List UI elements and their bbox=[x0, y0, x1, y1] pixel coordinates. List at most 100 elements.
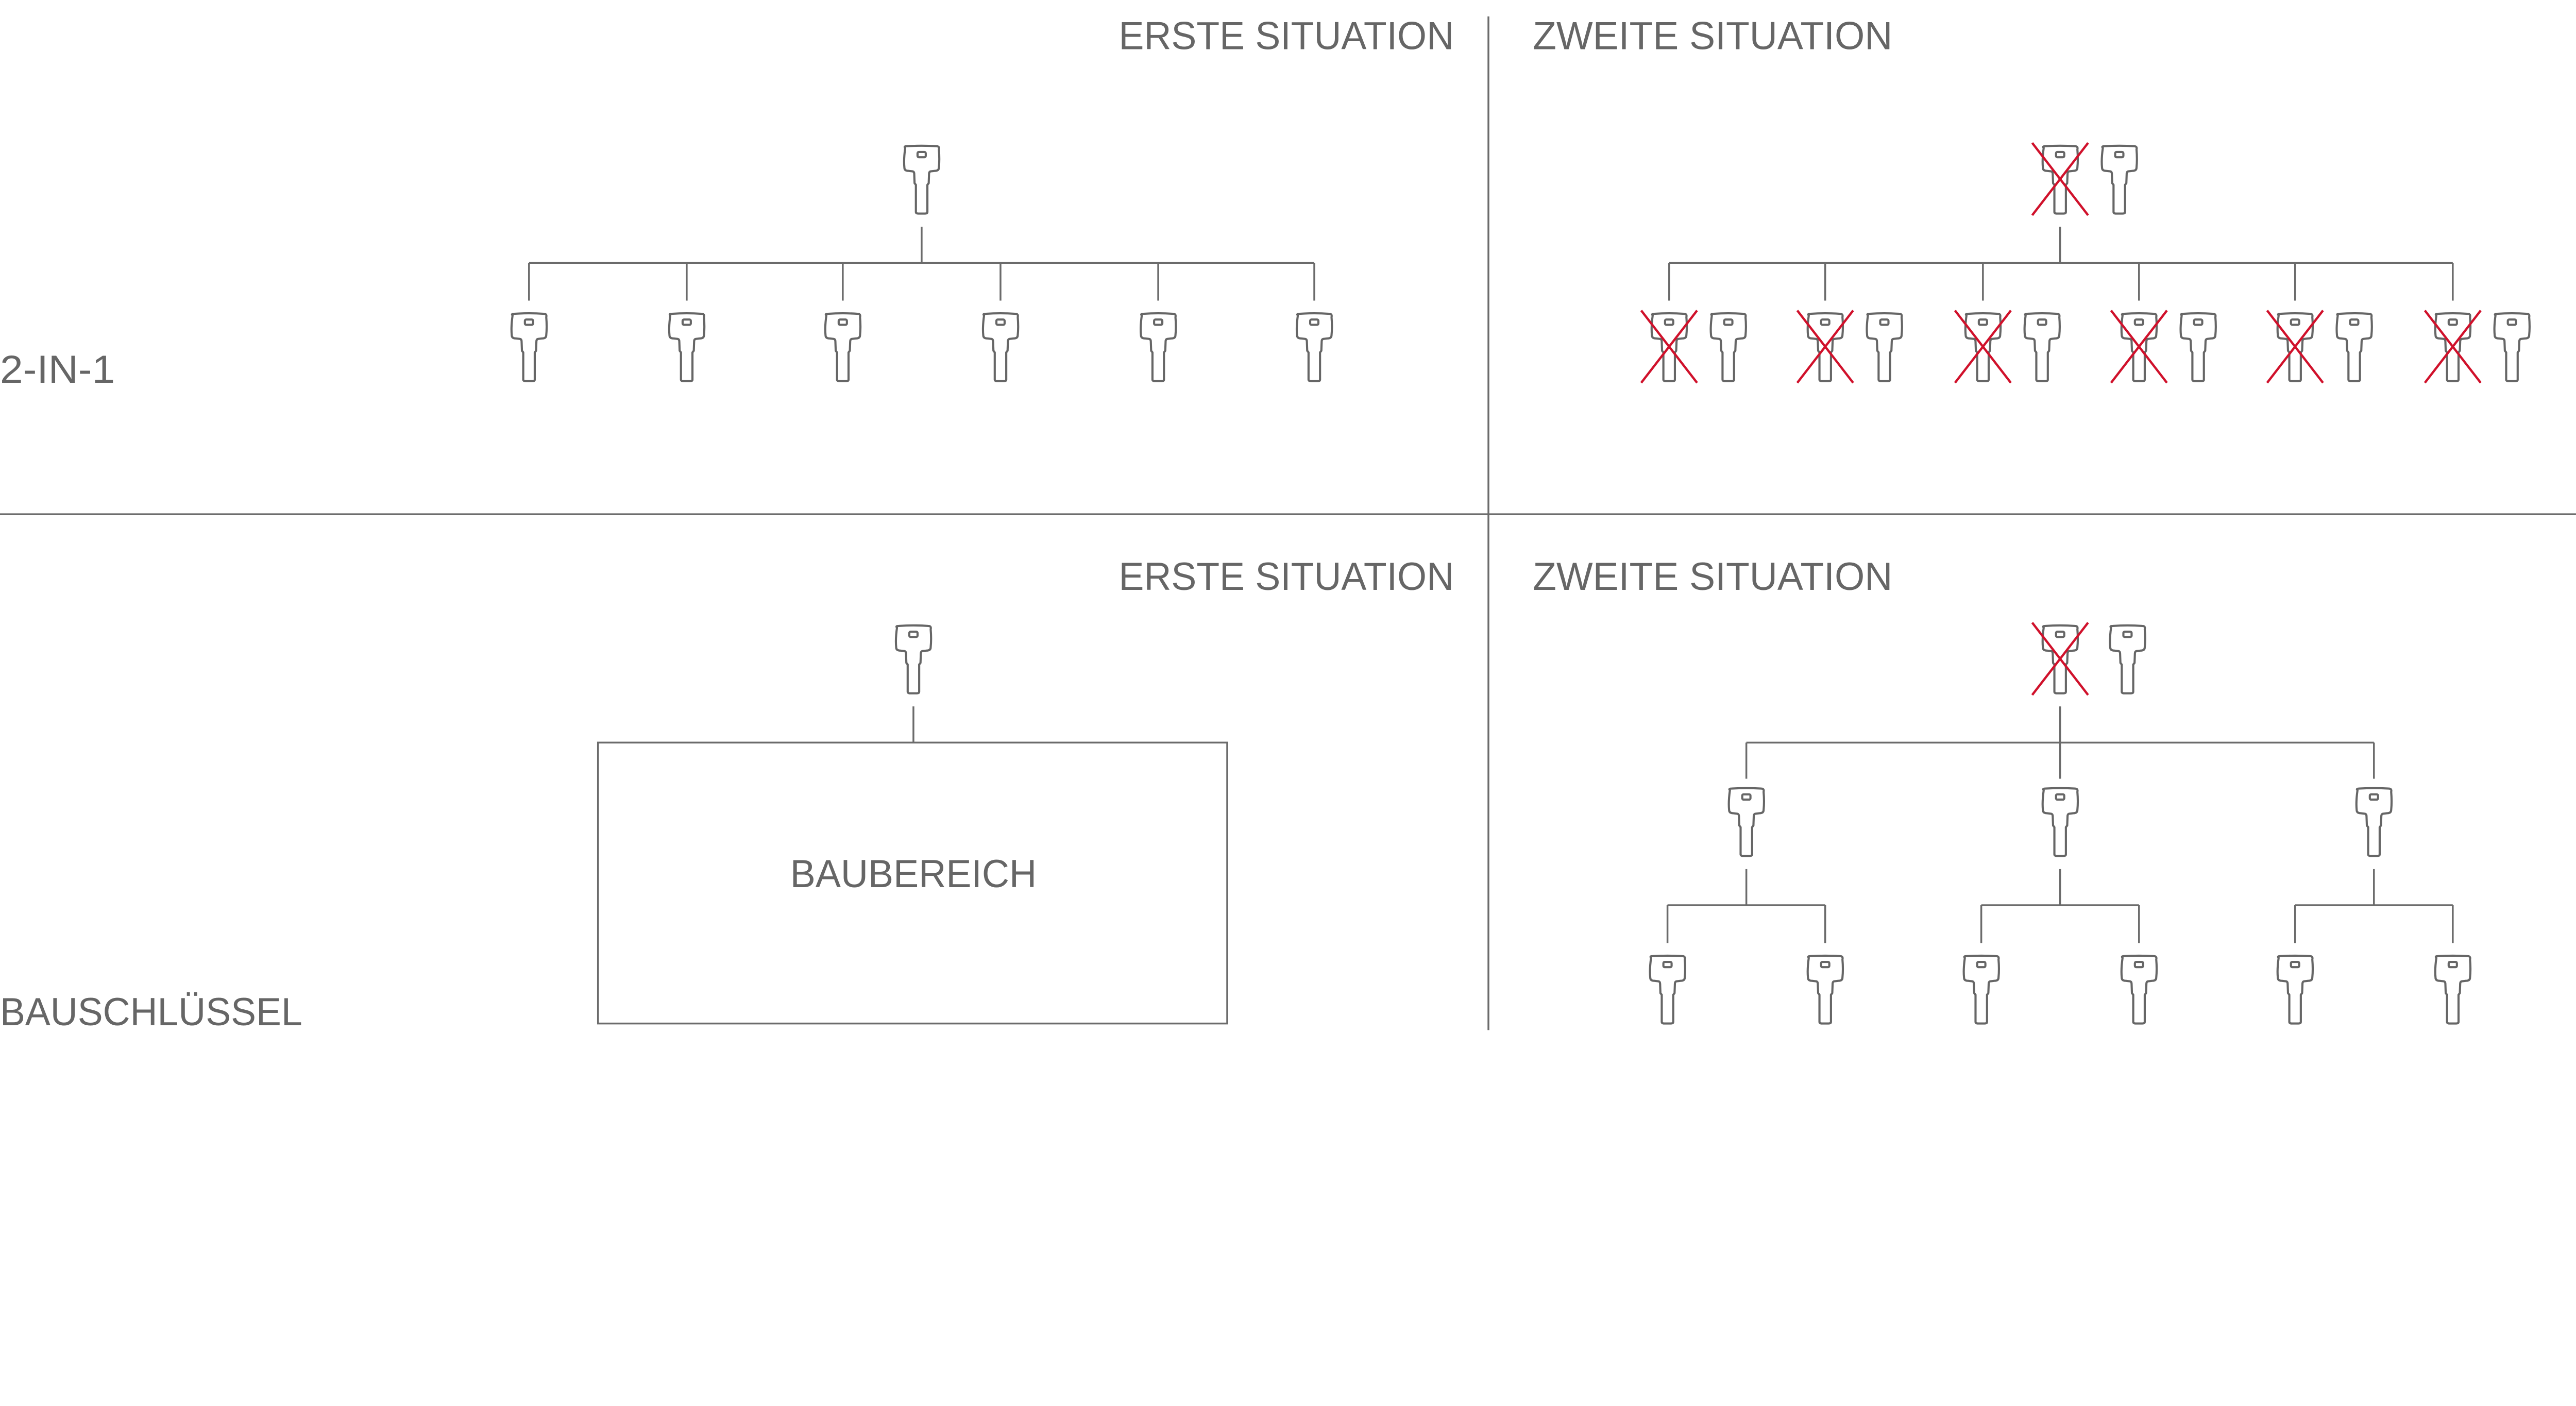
key-slot bbox=[908, 631, 919, 638]
key-icon bbox=[1962, 954, 2001, 1025]
key-icon bbox=[1709, 312, 1747, 382]
key-icon bbox=[903, 144, 941, 215]
invalid-key-icon bbox=[2110, 310, 2168, 384]
key-icon bbox=[2023, 312, 2061, 382]
key-icon bbox=[510, 312, 548, 382]
cross-icon bbox=[2266, 310, 2324, 384]
key-slot bbox=[2506, 318, 2517, 326]
key-icon bbox=[2109, 624, 2146, 694]
key-icon bbox=[1727, 787, 1766, 857]
key-slot bbox=[1662, 960, 1673, 969]
key-icon bbox=[668, 312, 706, 382]
key-icon bbox=[2109, 624, 2146, 694]
invalid-key-icon bbox=[2424, 310, 2482, 384]
second-situation-title-bottom: ZWEITE SITUATION bbox=[1533, 555, 1892, 599]
key-slot bbox=[2055, 150, 2065, 159]
key-icon bbox=[2335, 312, 2373, 382]
key-icon bbox=[824, 312, 862, 382]
key-slot bbox=[523, 318, 534, 326]
key-slot bbox=[1820, 960, 1831, 969]
key-slot bbox=[1153, 318, 1164, 326]
first-situation-title-top: ERSTE SITUATION bbox=[1119, 14, 1454, 58]
key-slot bbox=[2447, 318, 2458, 326]
key-slot bbox=[2290, 960, 2300, 969]
cross-icon bbox=[2031, 142, 2089, 216]
key-icon bbox=[2100, 144, 2138, 215]
key-slot bbox=[1879, 318, 1890, 326]
key-slot bbox=[2114, 150, 2125, 159]
key-icon bbox=[510, 312, 548, 382]
key-icon bbox=[2023, 312, 2061, 382]
cross-icon bbox=[1640, 310, 1698, 384]
keys bbox=[510, 142, 2531, 1025]
key-icon bbox=[2355, 787, 2393, 857]
key-slot bbox=[1976, 960, 1987, 969]
row-label-2-in-1: 2-IN-1 bbox=[0, 348, 115, 392]
key-icon bbox=[2434, 954, 2472, 1025]
key-slot bbox=[1664, 318, 1674, 326]
second-situation-title-top: ZWEITE SITUATION bbox=[1533, 14, 1892, 58]
key-slot bbox=[1723, 318, 1734, 326]
key-icon bbox=[1649, 954, 1686, 1025]
key-icon bbox=[2100, 144, 2138, 215]
key-icon bbox=[1806, 954, 1844, 1025]
key-slot bbox=[2122, 631, 2133, 638]
key-slot bbox=[2055, 631, 2065, 638]
key-slot bbox=[2133, 960, 2144, 969]
first-situation-title-bottom: ERSTE SITUATION bbox=[1119, 555, 1454, 599]
invalid-key-icon bbox=[1796, 310, 1854, 384]
key-icon bbox=[1962, 954, 2001, 1025]
invalid-key-icon bbox=[1954, 310, 2012, 384]
row-label-bauschluessel: BAUSCHLÜSSEL bbox=[0, 990, 302, 1034]
key-slot bbox=[837, 318, 848, 326]
key-icon bbox=[824, 312, 862, 382]
key-slot bbox=[2133, 318, 2144, 326]
key-icon bbox=[1295, 312, 1333, 382]
cross-icon bbox=[2110, 310, 2168, 384]
key-icon bbox=[2179, 312, 2217, 382]
key-icon bbox=[1866, 312, 1903, 382]
key-slot bbox=[2349, 318, 2360, 326]
key-slot bbox=[916, 150, 927, 159]
key-icon bbox=[2120, 954, 2158, 1025]
key-icon bbox=[1709, 312, 1747, 382]
key-slot bbox=[1741, 793, 1752, 801]
key-icon bbox=[2355, 787, 2393, 857]
cross-icon bbox=[1954, 310, 2012, 384]
key-icon bbox=[2493, 312, 2531, 382]
key-slot bbox=[2290, 318, 2300, 326]
invalid-key-icon bbox=[1640, 310, 1698, 384]
connector-lines bbox=[528, 227, 2454, 943]
key-icon bbox=[1727, 787, 1766, 857]
invalid-key-icon bbox=[2266, 310, 2324, 384]
key-system-diagram: ERSTE SITUATION ZWEITE SITUATION ERSTE S… bbox=[0, 14, 2576, 1034]
key-icon bbox=[1140, 312, 1177, 382]
key-slot bbox=[2055, 793, 2065, 801]
key-slot bbox=[2037, 318, 2047, 326]
key-icon bbox=[894, 624, 933, 694]
key-icon bbox=[2120, 954, 2158, 1025]
key-slot bbox=[2193, 318, 2204, 326]
key-icon bbox=[2276, 954, 2314, 1025]
key-slot bbox=[1820, 318, 1831, 326]
key-icon bbox=[981, 312, 1020, 382]
key-slot bbox=[681, 318, 692, 326]
key-icon bbox=[1806, 954, 1844, 1025]
key-icon bbox=[2041, 787, 2079, 857]
key-slot bbox=[2447, 960, 2458, 969]
key-icon bbox=[2179, 312, 2217, 382]
key-icon bbox=[2434, 954, 2472, 1025]
invalid-key-icon bbox=[2031, 622, 2089, 696]
key-icon bbox=[903, 144, 941, 215]
key-icon bbox=[894, 624, 933, 694]
key-icon bbox=[2493, 312, 2531, 382]
key-slot bbox=[995, 318, 1006, 326]
invalid-key-icon bbox=[2031, 142, 2089, 216]
key-icon bbox=[2041, 787, 2079, 857]
cross-icon bbox=[2424, 310, 2482, 384]
key-icon bbox=[2276, 954, 2314, 1025]
key-icon bbox=[1649, 954, 1686, 1025]
key-slot bbox=[1977, 318, 1988, 326]
cross-icon bbox=[2031, 622, 2089, 696]
key-icon bbox=[2335, 312, 2373, 382]
